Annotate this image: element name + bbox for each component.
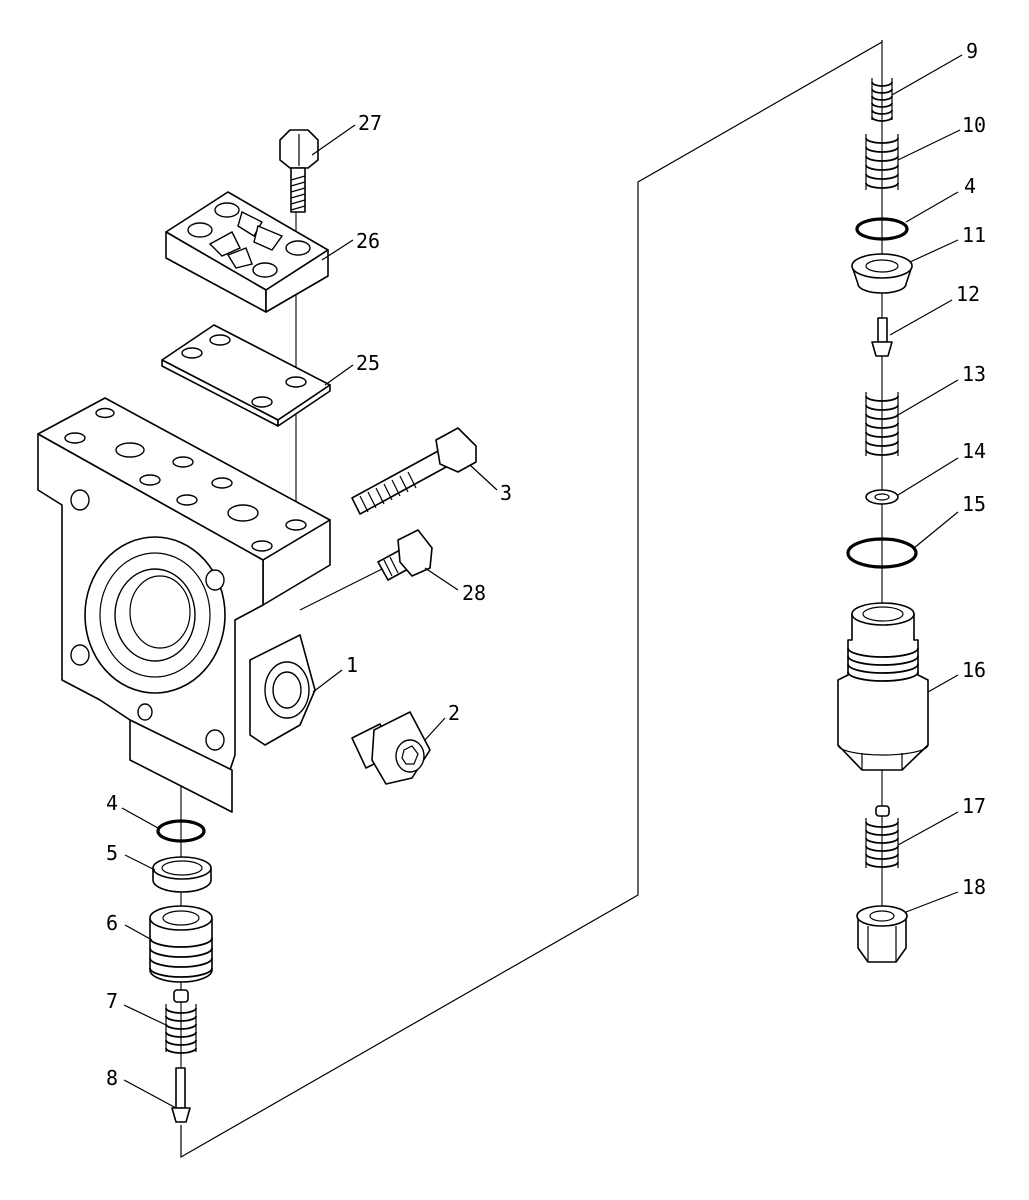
part-1-valve-body: [37, 397, 331, 813]
part-13-spring: [865, 392, 899, 456]
callout-11: 11: [962, 223, 986, 247]
part-26-manifold-block: [165, 191, 329, 313]
callout-8: 8: [106, 1066, 118, 1090]
callout-4-right: 4: [964, 174, 976, 198]
callout-7: 7: [106, 989, 118, 1013]
callout-13: 13: [962, 362, 986, 386]
part-17-spring: [865, 805, 899, 868]
part-5-seal-ring: [152, 856, 212, 893]
part-14-washer: [865, 489, 899, 505]
callout-10: 10: [962, 113, 986, 137]
part-10-spring: [865, 134, 899, 190]
callout-3: 3: [500, 481, 512, 505]
part-2-cap-screw: [351, 711, 431, 785]
part-11-seat: [851, 253, 913, 294]
part-16-cartridge-body: [837, 602, 929, 771]
part-4-o-ring-left: [156, 819, 206, 843]
callout-14: 14: [962, 439, 986, 463]
callout-5: 5: [106, 841, 118, 865]
part-6-sleeve: [149, 905, 213, 983]
callout-labels: 27 26 25 3 28 1 2 4 5 6 7 8 9 10 4 11 12…: [106, 39, 986, 1090]
callout-1: 1: [346, 653, 358, 677]
callout-12: 12: [956, 282, 980, 306]
callout-18: 18: [962, 875, 986, 899]
part-18-hex-nut: [856, 905, 908, 963]
callout-9: 9: [966, 39, 978, 63]
assembly-connection-line: [180, 40, 883, 1159]
callout-26: 26: [356, 229, 380, 253]
part-27-hex-bolt: [279, 129, 319, 213]
callout-6: 6: [106, 911, 118, 935]
callout-25: 25: [356, 351, 380, 375]
callout-15: 15: [962, 492, 986, 516]
part-8-poppet: [171, 1067, 191, 1123]
part-25-gasket: [161, 324, 331, 427]
callout-16: 16: [962, 658, 986, 682]
part-3-long-bolt: [351, 427, 477, 515]
axis-line-part-28: [299, 564, 391, 611]
part-28-plug: [377, 529, 433, 581]
callout-28: 28: [462, 581, 486, 605]
callout-4-left: 4: [106, 791, 118, 815]
callout-27: 27: [358, 111, 382, 135]
part-4-o-ring-right: [855, 217, 909, 241]
part-15-o-ring: [846, 537, 918, 569]
part-7-spring: [165, 989, 197, 1054]
leader-lines: [121, 54, 963, 1109]
callout-17: 17: [962, 794, 986, 818]
part-9-spring: [871, 78, 893, 122]
callout-2: 2: [448, 701, 460, 725]
part-12-poppet: [871, 317, 893, 357]
